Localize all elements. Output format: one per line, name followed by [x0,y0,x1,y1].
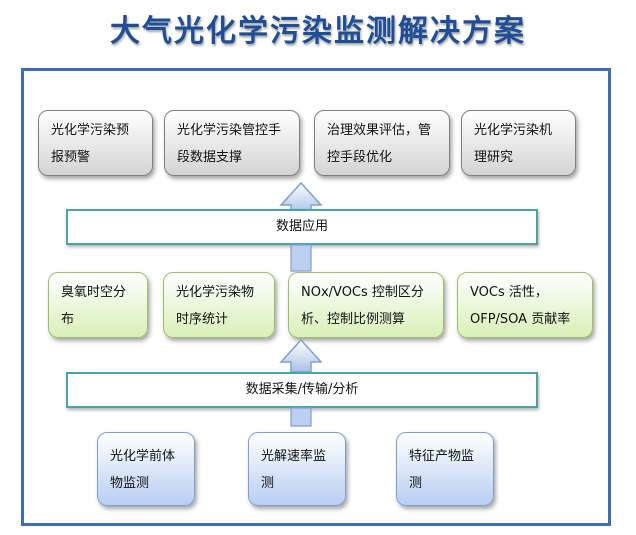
box-vocs-reactivity: VOCs 活性，OFP/SOA 贡献率 [457,272,593,338]
box-evaluation: 治理效果评估，管控手段优化 [314,110,450,176]
box-precursor-monitoring: 光化学前体物监测 [97,432,195,506]
box-control-support: 光化学污染管控手段数据支撑 [164,110,300,176]
box-photolysis-rate: 光解速率监测 [248,432,346,506]
page-title: 大气光化学污染监测解决方案 [110,14,526,49]
data-acquisition-bar: 数据采集/传输/分析 [66,372,538,408]
arrow-connector-icon [290,407,312,427]
box-time-series: 光化学污染物时序统计 [163,272,275,338]
data-application-bar: 数据应用 [66,209,538,245]
arrow-up-icon [279,338,323,373]
box-control-zone-analysis: NOx/VOCs 控制区分析、控制比例测算 [288,272,444,338]
box-product-monitoring: 特征产物监测 [396,432,494,506]
box-mechanism-research: 光化学污染机理研究 [461,110,576,176]
box-ozone-distribution: 臭氧时空分布 [48,272,148,338]
box-warning: 光化学污染预报预警 [38,110,153,176]
arrow-connector-icon [290,244,312,272]
